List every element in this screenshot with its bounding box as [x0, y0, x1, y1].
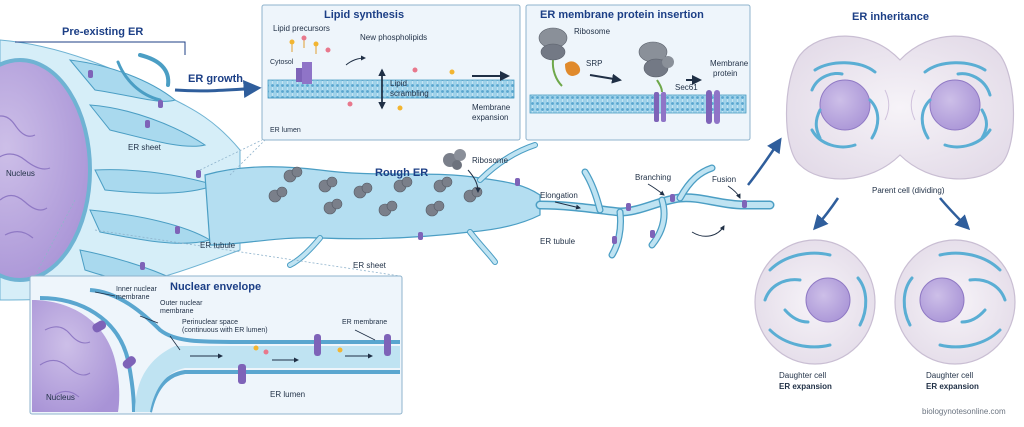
branching-label: Branching [635, 173, 671, 182]
er-membrane-bilayer [529, 94, 747, 114]
perinuclear-label-2: (continuous with ER lumen) [182, 327, 268, 334]
elongation-label: Elongation [540, 191, 578, 200]
membrane-protein-label-1: Membrane [710, 59, 749, 68]
credit-text: biologynotesonline.com [922, 407, 1006, 416]
er-sheet-bottom-label: ER sheet [353, 261, 387, 270]
srp-label: SRP [586, 59, 602, 68]
sec61-channel [661, 92, 666, 122]
parent-nucleus-right [929, 79, 981, 131]
nuclear-envelope-panel [29, 275, 403, 415]
daughter-right-label-1: Daughter cell [926, 371, 973, 380]
free-ribosome [443, 149, 466, 170]
nucleus-label: Nucleus [6, 169, 35, 178]
parent-cell [785, 35, 1015, 180]
nucleus [0, 58, 92, 282]
inner-nuclear-label-2: membrane [116, 294, 150, 301]
protein-insertion-title: ER membrane protein insertion [540, 9, 704, 21]
fusion-label: Fusion [712, 175, 736, 184]
outer-nuclear-label-2: membrane [160, 308, 194, 315]
lipid-scrambling-label-2: scrambling [390, 89, 429, 98]
nucleus-box-label: Nucleus [46, 393, 75, 402]
er-membrane-label: ER membrane [342, 319, 387, 326]
daughter-right-label-2: ER expansion [926, 382, 979, 391]
daughter-cell-left [754, 239, 876, 365]
outer-nuclear-label-1: Outer nuclear [160, 300, 203, 307]
ribosome-box-label: Ribosome [574, 27, 611, 36]
pre-existing-er-title: Pre-existing ER [62, 26, 143, 38]
nuclear-envelope-title: Nuclear envelope [170, 281, 261, 293]
daughter-left-arrow [813, 197, 840, 231]
er-inheritance-title: ER inheritance [852, 11, 929, 23]
daughter-right-arrow [939, 197, 971, 231]
rough-er-title: Rough ER [375, 167, 428, 179]
er-tubule-right-label: ER tubule [540, 237, 576, 246]
er-growth-arrow [174, 80, 262, 99]
inheritance-arrow [747, 137, 782, 186]
daughter-cell-right [894, 239, 1016, 365]
er-tubule-left-label: ER tubule [200, 241, 236, 250]
lipid-scrambling-label-1: Lipid [390, 79, 407, 88]
srp [565, 61, 581, 76]
cytosol-label: Cytosol [270, 59, 294, 66]
membrane-expansion-label-2: expansion [472, 113, 508, 122]
er-sheet-top-label: ER sheet [128, 143, 162, 152]
ribosome-mid-label: Ribosome [472, 156, 509, 165]
pre-existing-bracket [15, 41, 186, 55]
inner-nuclear-label-1: Inner nuclear [116, 286, 158, 293]
lipid-precursors-label: Lipid precursors [273, 24, 330, 33]
rough-er-region [204, 142, 775, 268]
parent-cell-label: Parent cell (dividing) [872, 186, 945, 195]
er-lumen-box-label: ER lumen [270, 390, 305, 399]
lipid-synthesis-panel [261, 4, 521, 141]
daughter-left-label-1: Daughter cell [779, 371, 826, 380]
protein-insertion-panel [525, 4, 751, 141]
perinuclear-label-1: Perinuclear space [182, 319, 238, 326]
membrane-protein-label-2: protein [713, 69, 737, 78]
lipid-synthesis-title: Lipid synthesis [324, 9, 404, 21]
daughter-left-label-2: ER expansion [779, 382, 832, 391]
new-phospholipids-label: New phospholipids [360, 33, 427, 42]
sec61-label: Sec61 [675, 83, 698, 92]
er-lumen-top-label: ER lumen [270, 127, 301, 134]
membrane-protein [706, 90, 712, 124]
er-growth-label: ER growth [188, 73, 243, 85]
parent-nucleus-left [819, 79, 871, 131]
membrane-expansion-label-1: Membrane [472, 103, 511, 112]
